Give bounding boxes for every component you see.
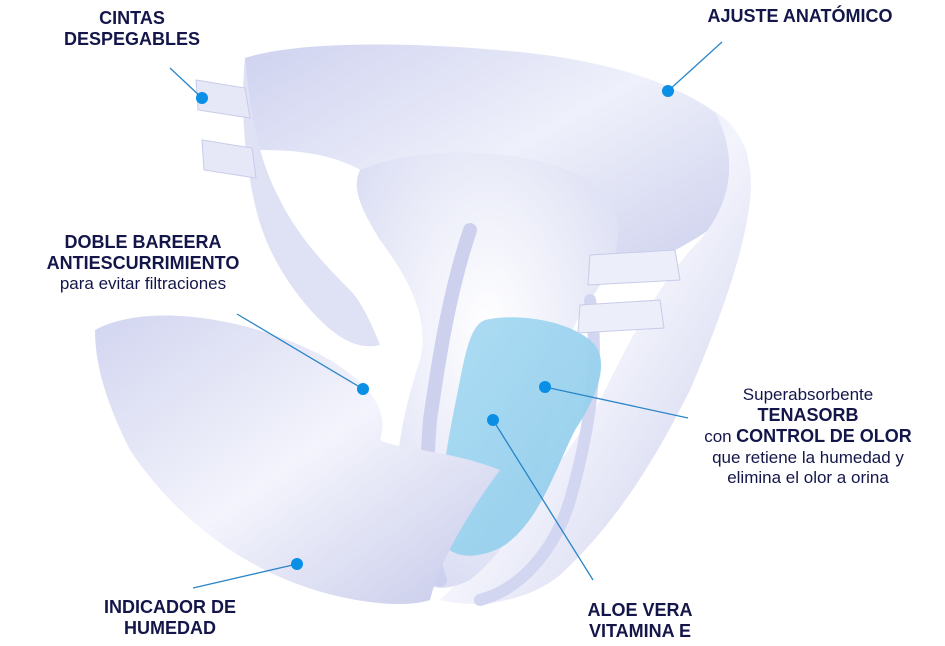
label-cintas-line2: DESPEGABLES	[63, 29, 201, 50]
callout-dot-superabsorbente	[539, 381, 551, 393]
label-aloe-line1: ALOE VERA	[587, 600, 693, 620]
label-super-line4: que retiene la humedad y	[712, 448, 904, 468]
callout-dot-ajuste	[662, 85, 674, 97]
callout-line-superabsorbente	[544, 386, 689, 419]
tape-tab-upper-right	[587, 249, 681, 286]
callout-dot-cintas	[196, 92, 208, 104]
label-barrera-line2: ANTIESCURRIMIENTO	[46, 253, 240, 274]
label-indicador-line1: INDICADOR DE	[103, 597, 236, 617]
label-aloe-line2: VITAMINA E	[589, 621, 691, 642]
callout-line-aloe	[492, 419, 594, 581]
tape-tab-lower-left	[201, 139, 257, 179]
label-indicador-line2: HUMEDAD	[124, 618, 216, 639]
label-superabsorbente: Superabsorbente TENASORB con CONTROL DE …	[678, 385, 938, 488]
label-super-line5: elimina el olor a orina	[727, 468, 889, 488]
callout-line-cintas	[169, 67, 203, 99]
diaper-front-wing	[95, 315, 500, 605]
callout-line-barrera	[236, 313, 364, 390]
diaper-left-edge	[243, 58, 380, 347]
callout-dot-aloe	[487, 414, 499, 426]
callout-dot-indicador	[291, 558, 303, 570]
callout-line-ajuste	[667, 41, 723, 92]
callout-dots	[196, 85, 674, 570]
label-super-line1: Superabsorbente	[742, 385, 874, 404]
label-barrera-line1: DOBLE BAREERA	[64, 232, 222, 252]
tape-tab-lower-right	[577, 299, 665, 334]
label-super-line2: TENASORB	[757, 405, 859, 426]
label-super-line3-bold: CONTROL DE OLOR	[736, 426, 912, 447]
diaper-right-flap	[440, 112, 751, 604]
callout-dot-barrera	[357, 383, 369, 395]
label-super-line3-prefix: con	[704, 427, 732, 447]
label-super-line3: con CONTROL DE OLOR	[678, 426, 938, 448]
label-cintas-line1: CINTAS	[99, 8, 165, 28]
label-indicador-humedad: INDICADOR DE HUMEDAD	[70, 597, 270, 639]
label-ajuste-line1: AJUSTE ANATÓMICO	[707, 6, 893, 26]
callout-line-indicador	[192, 563, 298, 589]
label-aloe-vera: ALOE VERA VITAMINA E	[560, 600, 720, 642]
label-doble-barrera: DOBLE BAREERA ANTIESCURRIMIENTO para evi…	[8, 232, 278, 295]
callout-lines	[169, 41, 723, 589]
label-ajuste-anatomico: AJUSTE ANATÓMICO	[670, 6, 930, 27]
label-cintas-despegables: CINTAS DESPEGABLES	[48, 8, 216, 50]
label-barrera-line3: para evitar filtraciones	[59, 274, 227, 294]
